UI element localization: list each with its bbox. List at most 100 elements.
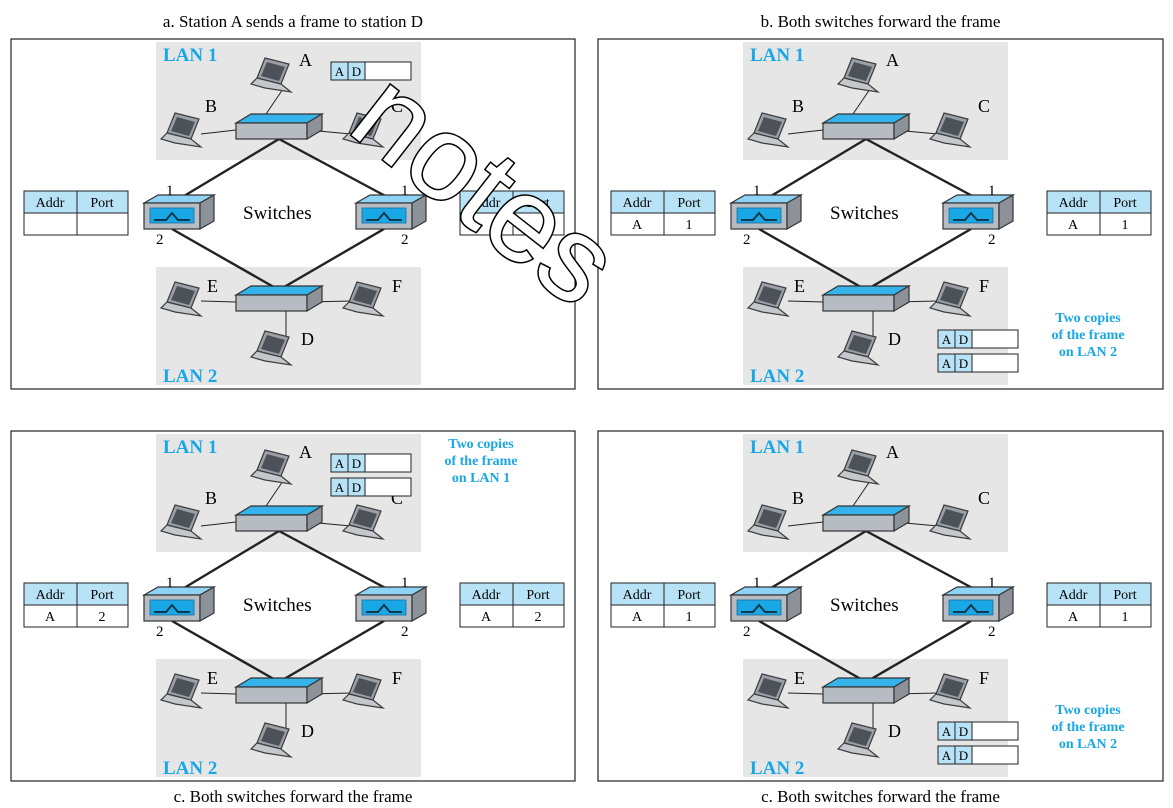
laptop-icon xyxy=(836,330,881,366)
laptop-icon xyxy=(836,449,881,485)
station-f-label: F xyxy=(979,276,989,296)
link-lan1-left-switch xyxy=(765,137,867,201)
frame-dst: D xyxy=(959,724,968,739)
link-lan1-left-switch xyxy=(178,529,280,593)
panel-title: b. Both switches forward the frame xyxy=(761,12,1001,31)
table-header-addr: Addr xyxy=(1059,196,1088,211)
link-station-b xyxy=(200,129,237,135)
panel-caption: c. Both switches forward the frame xyxy=(174,787,413,806)
frame-src: A xyxy=(335,64,345,79)
lan1-label: LAN 1 xyxy=(750,437,804,458)
link-station-a xyxy=(265,88,284,115)
laptop-icon xyxy=(341,504,386,540)
table-cell-addr: A xyxy=(632,218,643,233)
frame-src: A xyxy=(942,332,952,347)
lan-hub-icon xyxy=(233,112,325,141)
link-station-b xyxy=(787,521,824,527)
station-b-label: B xyxy=(205,488,217,508)
lan-hub-icon xyxy=(233,504,325,533)
switch-icon xyxy=(141,585,217,623)
right-switch-port-1: 1 xyxy=(401,183,409,199)
lan1-label: LAN 1 xyxy=(750,45,804,66)
right-switch-port-1: 1 xyxy=(988,575,996,591)
laptop-icon xyxy=(159,281,204,317)
laptop-icon xyxy=(928,112,973,148)
left-switch-port-2: 2 xyxy=(743,232,751,248)
switch-icon xyxy=(353,193,429,231)
link-station-a xyxy=(852,88,871,115)
laptop-icon xyxy=(249,722,294,758)
frame-dst: D xyxy=(352,64,361,79)
table-header-port: Port xyxy=(526,196,549,211)
frame-src: A xyxy=(335,456,345,471)
laptop-icon xyxy=(159,112,204,148)
lan1-region xyxy=(743,42,1008,160)
table-header-port: Port xyxy=(1113,588,1136,603)
laptop-icon xyxy=(159,673,204,709)
station-f-label: F xyxy=(392,276,402,296)
station-d-label: D xyxy=(301,721,314,741)
table-cell-addr: A xyxy=(481,610,492,625)
table-cell-port: 1 xyxy=(1122,610,1129,625)
laptop-icon xyxy=(928,504,973,540)
laptop-icon xyxy=(746,281,791,317)
link-lan1-right-switch xyxy=(865,529,979,593)
right-switch-port-2: 2 xyxy=(988,232,996,248)
link-right-switch-lan2 xyxy=(865,227,972,292)
station-b-label: B xyxy=(792,96,804,116)
switches-label: Switches xyxy=(243,595,312,616)
table-cell-port: 1 xyxy=(686,610,693,625)
lan2-label: LAN 2 xyxy=(163,366,217,387)
laptop-icon xyxy=(746,112,791,148)
link-lan1-right-switch xyxy=(865,137,979,201)
switches-label: Switches xyxy=(243,203,312,224)
left-switch-port-1: 1 xyxy=(753,575,761,591)
left-switch-port-2: 2 xyxy=(743,624,751,640)
laptop-icon xyxy=(746,673,791,709)
laptop-icon xyxy=(249,57,294,93)
laptop-icon xyxy=(746,504,791,540)
frame-dst: D xyxy=(352,480,361,495)
laptop-icon xyxy=(249,449,294,485)
table-header-port: Port xyxy=(526,588,549,603)
right-switch-port-1: 1 xyxy=(988,183,996,199)
laptop-icon xyxy=(928,673,973,709)
note-line: Two copies xyxy=(1055,311,1121,326)
note-line: of the frame xyxy=(1051,720,1124,735)
left-switch-port-2: 2 xyxy=(156,624,164,640)
lan-hub-icon xyxy=(233,676,325,705)
note-line: on LAN 2 xyxy=(1059,345,1117,360)
link-station-a xyxy=(265,480,284,507)
switches-label: Switches xyxy=(830,203,899,224)
note-line: of the frame xyxy=(444,454,517,469)
left-switch-port-1: 1 xyxy=(753,183,761,199)
link-station-e xyxy=(787,300,824,303)
note-line: on LAN 1 xyxy=(452,471,510,486)
link-left-switch-lan2 xyxy=(171,227,280,292)
link-left-switch-lan2 xyxy=(758,619,867,684)
station-e-label: E xyxy=(207,668,218,688)
left-switch-port-1: 1 xyxy=(166,183,174,199)
switch-icon xyxy=(141,193,217,231)
laptop-icon xyxy=(836,722,881,758)
note-line: on LAN 2 xyxy=(1059,737,1117,752)
frame-dst: D xyxy=(959,356,968,371)
frame-dst: D xyxy=(959,332,968,347)
laptop-icon xyxy=(341,112,386,148)
station-a-label: A xyxy=(299,50,312,70)
station-c-label: C xyxy=(978,488,990,508)
laptop-icon xyxy=(249,330,294,366)
